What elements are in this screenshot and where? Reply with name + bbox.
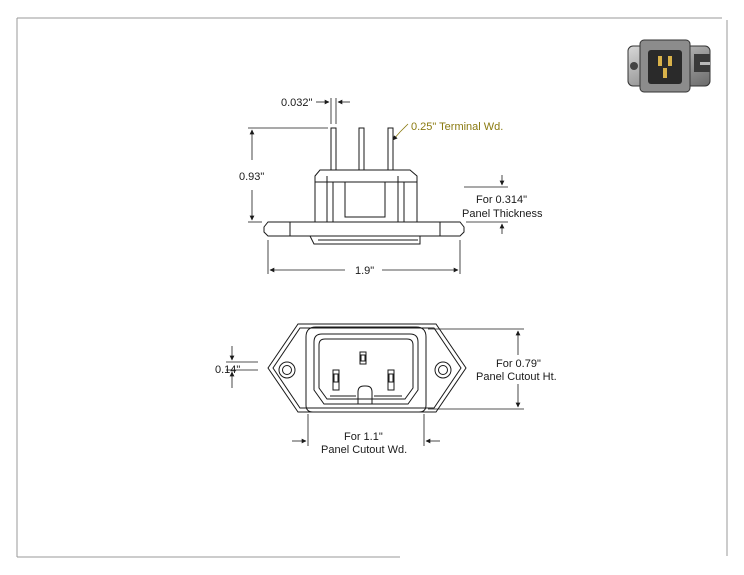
connector-photo-icon	[627, 39, 711, 93]
socket-outer	[305, 326, 427, 413]
panel-thickness-label-1: For 0.314"	[476, 194, 527, 206]
pin-center	[359, 351, 367, 365]
connector-body	[314, 169, 418, 223]
cutout-height-label-1: For 0.79"	[496, 358, 541, 370]
terminal-right	[387, 127, 394, 173]
terminal-left	[330, 127, 337, 173]
terminal-middle	[358, 127, 365, 173]
cutout-width-label-1: For 1.1"	[344, 431, 383, 443]
cutout-width-label-2: Panel Cutout Wd.	[321, 444, 407, 456]
mount-hole-right	[434, 361, 452, 379]
front-flange	[267, 323, 467, 413]
pin-right	[387, 369, 395, 391]
width-label: 1.9"	[355, 265, 374, 277]
panel-thickness-label-2: Panel Thickness	[462, 208, 543, 220]
socket-inner	[313, 333, 419, 405]
terminal-thickness-label: 0.032"	[281, 97, 313, 109]
earth-tab	[357, 385, 373, 404]
front-view	[226, 323, 524, 446]
mounting-flange	[263, 221, 465, 237]
side-view	[248, 98, 508, 274]
mount-hole-left	[278, 361, 296, 379]
height-label: 0.93"	[239, 171, 264, 183]
sheet-frame	[16, 17, 728, 558]
terminal-width-leader	[392, 123, 409, 141]
pin-left	[332, 369, 340, 391]
cutout-height-label-2: Panel Cutout Ht.	[476, 371, 557, 383]
terminal-width-label: 0.25" Terminal Wd.	[411, 121, 503, 133]
pin-offset-label: 0.14"	[215, 364, 240, 376]
